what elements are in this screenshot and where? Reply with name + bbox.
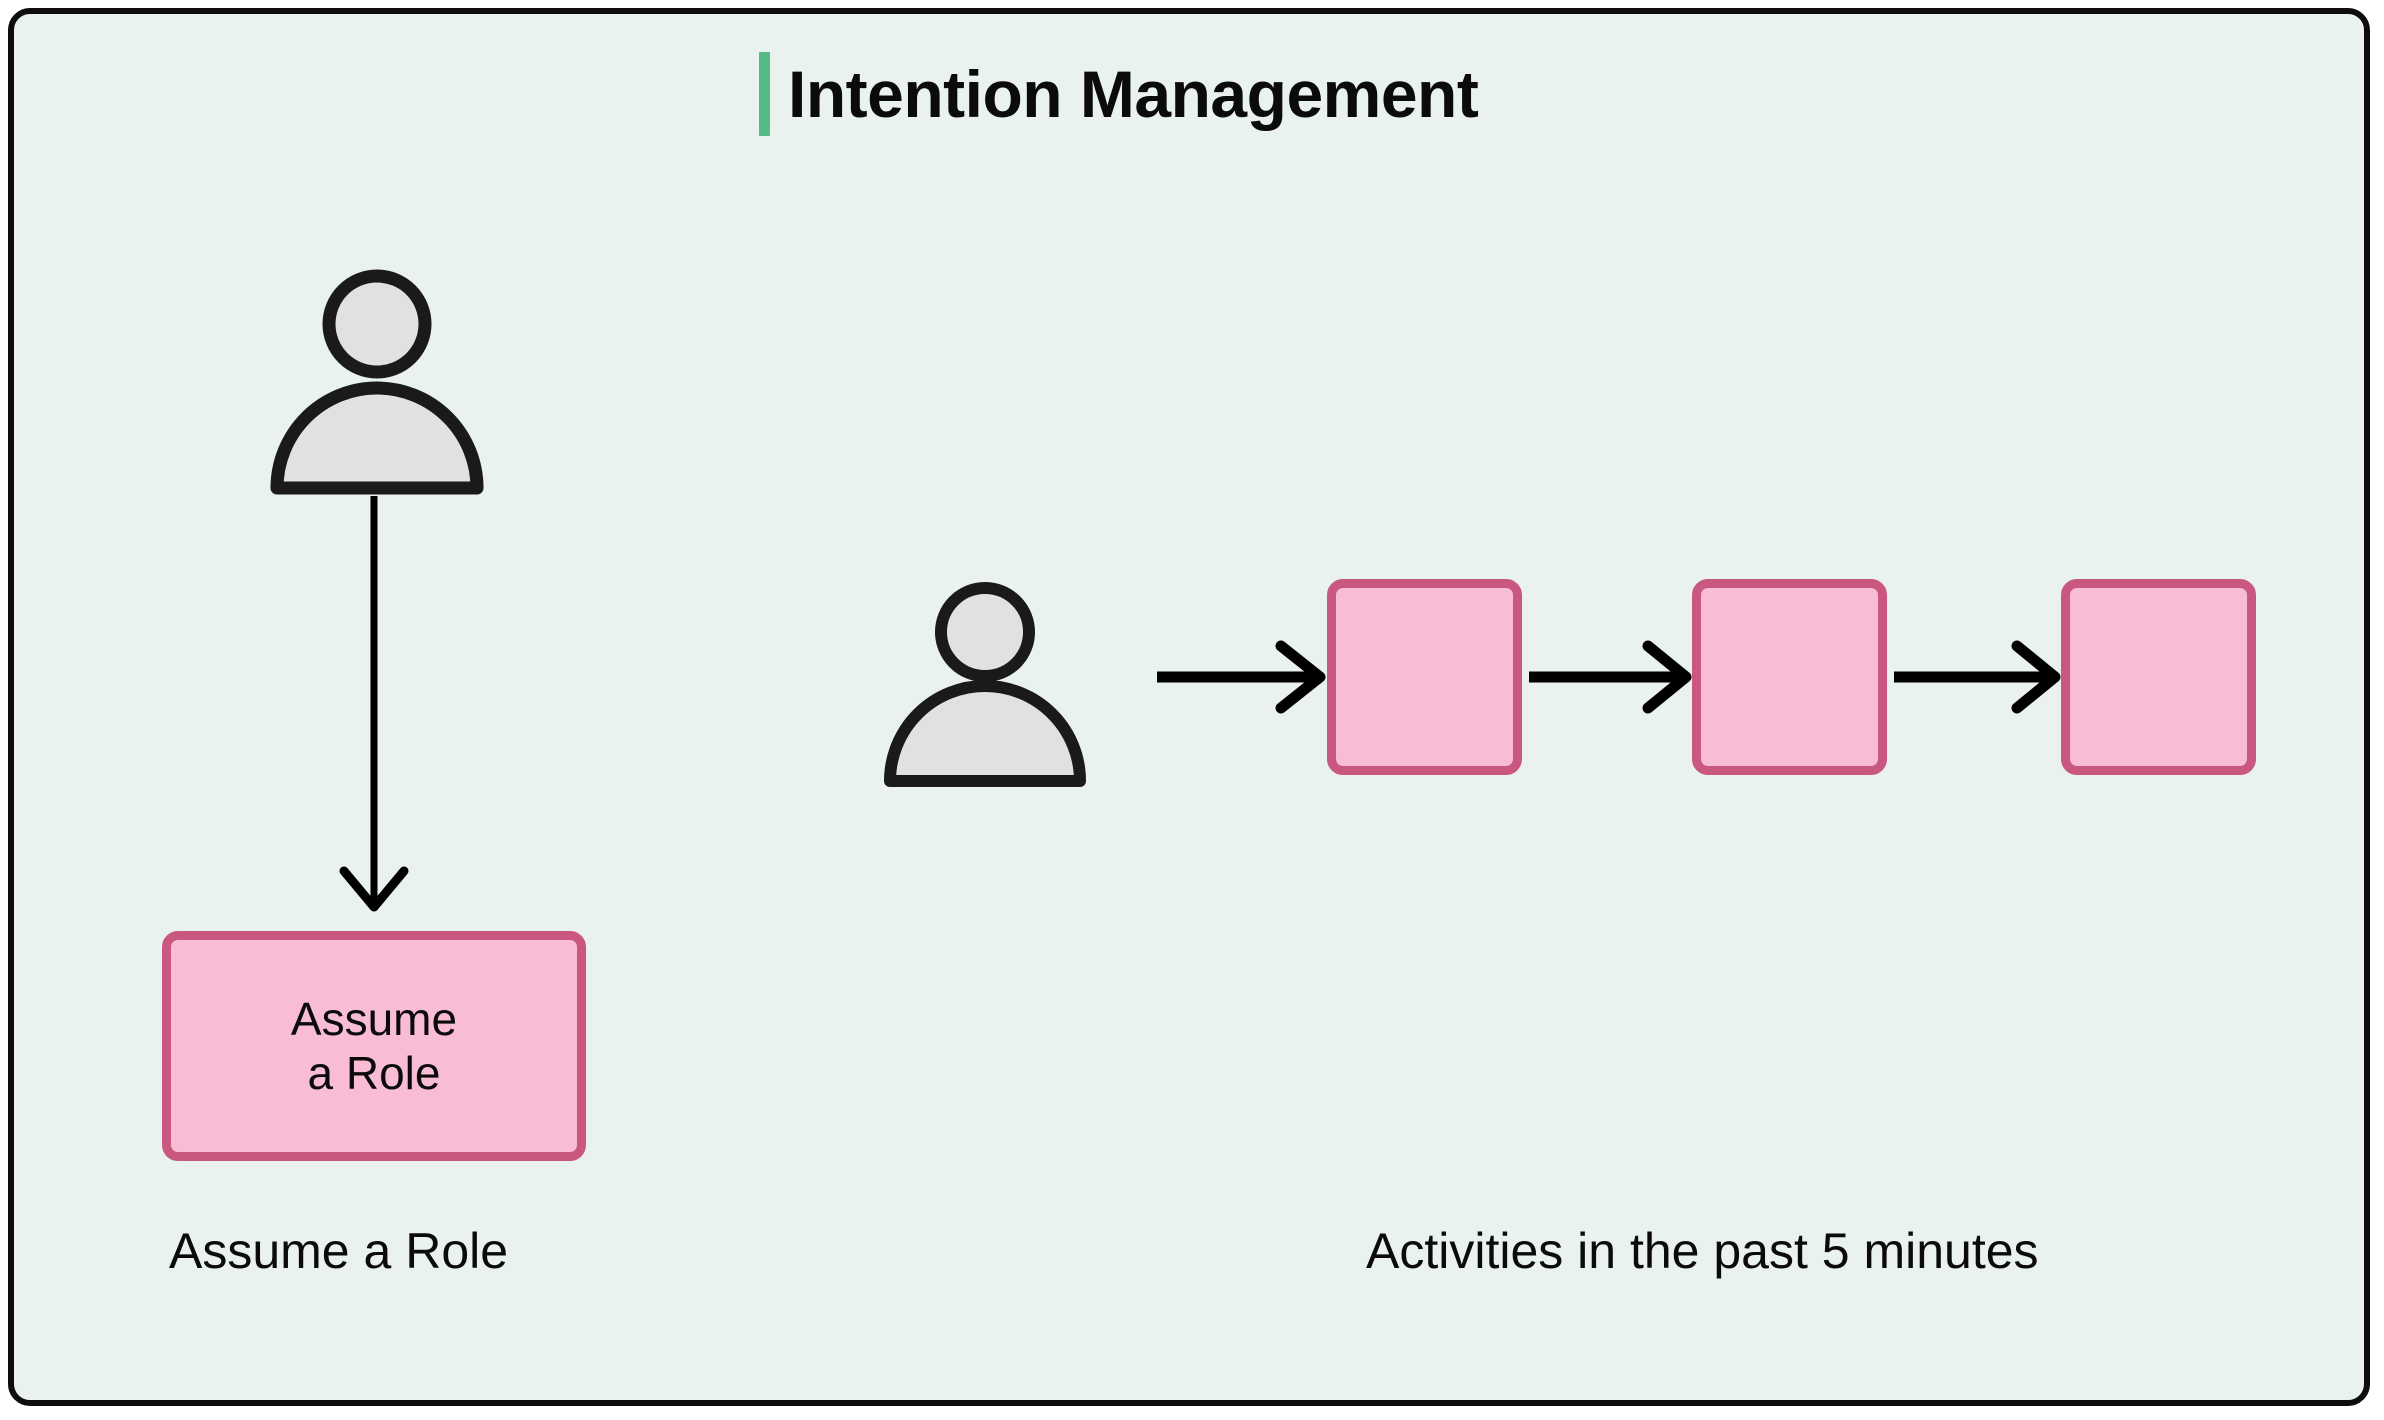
page-title-text: Intention Management	[788, 57, 1479, 131]
intention-management-panel: Intention Management Assume a Role Assum…	[8, 8, 2370, 1406]
page-title: Intention Management	[759, 52, 1479, 136]
assume-a-role-caption: Assume a Role	[169, 1223, 509, 1279]
assume-a-role-node[interactable]: Assume a Role	[162, 931, 586, 1161]
activities-caption: Activities in the past 5 minutes	[1366, 1223, 2039, 1279]
title-accent-bar	[759, 52, 770, 136]
person-icon	[880, 579, 1090, 789]
person-icon	[267, 266, 487, 498]
arrow-activity-1-to-activity-2	[1529, 640, 1692, 714]
activity-3[interactable]	[2061, 579, 2256, 775]
activity-1[interactable]	[1327, 579, 1522, 775]
arrow-layer	[339, 496, 2061, 912]
activity-2[interactable]	[1692, 579, 1887, 775]
arrow-person-to-activity-1	[1157, 640, 1326, 714]
arrow-person-to-assume-a-role	[339, 496, 409, 912]
assume-a-role-node-label: Assume a Role	[290, 992, 458, 1099]
arrow-activity-2-to-activity-3	[1894, 640, 2061, 714]
